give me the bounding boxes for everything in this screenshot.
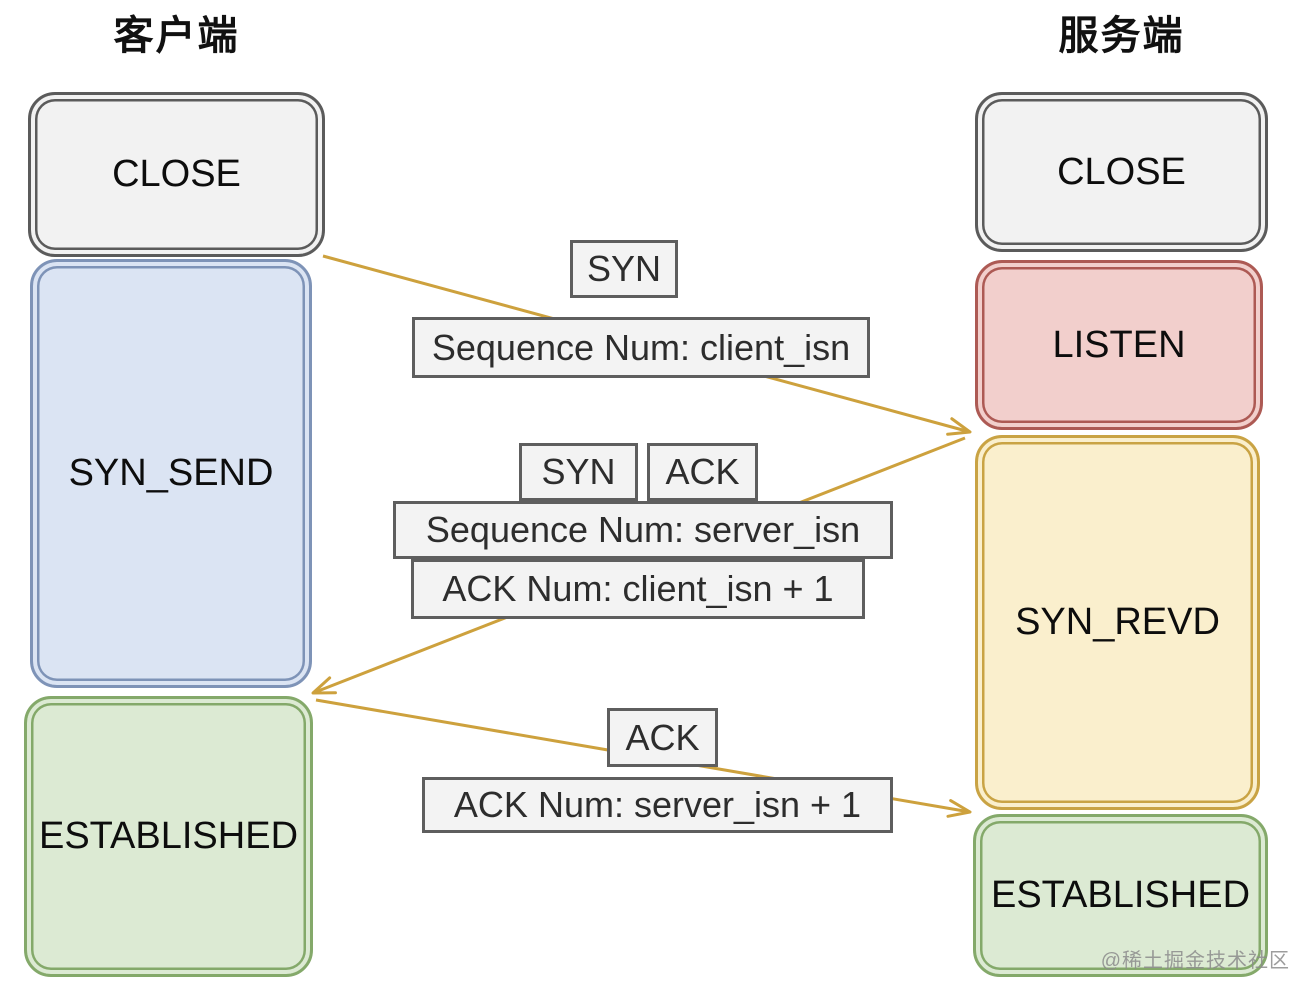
detail-box-seq-server-isn: Sequence Num: server_isn bbox=[393, 501, 893, 559]
detail-label: ACK Num: client_isn + 1 bbox=[442, 568, 834, 609]
state-box-client-close: CLOSE bbox=[28, 92, 325, 257]
state-label: LISTEN bbox=[1052, 323, 1186, 366]
state-box-server-close: CLOSE bbox=[975, 92, 1268, 252]
detail-box-ack-client-isn-plus-1: ACK Num: client_isn + 1 bbox=[411, 559, 865, 619]
detail-label: Sequence Num: client_isn bbox=[431, 326, 851, 368]
flag-label: ACK bbox=[625, 716, 700, 758]
state-box-client-syn-send: SYN_SEND bbox=[30, 259, 312, 688]
state-label: ESTABLISHED bbox=[38, 815, 299, 857]
flag-label: SYN bbox=[586, 248, 662, 289]
state-box-server-listen: LISTEN bbox=[975, 260, 1263, 430]
state-label: CLOSE bbox=[112, 153, 241, 195]
state-label: SYN_REVD bbox=[1015, 601, 1220, 643]
detail-label: ACK Num: server_isn + 1 bbox=[453, 784, 862, 825]
flag-box-ack-3: ACK bbox=[607, 708, 718, 767]
flag-box-syn: SYN bbox=[570, 240, 678, 298]
detail-box-seq-client-isn: Sequence Num: client_isn bbox=[412, 317, 870, 378]
flag-box-syn-2: SYN bbox=[519, 443, 638, 501]
client-column-title: 客户端 bbox=[113, 14, 240, 58]
state-box-client-established: ESTABLISHED bbox=[24, 696, 313, 977]
watermark: @稀土掘金技术社区 bbox=[1100, 950, 1290, 972]
flag-box-ack-2: ACK bbox=[647, 443, 758, 501]
server-column-title: 服务端 bbox=[1058, 14, 1185, 58]
state-box-server-established: ESTABLISHED bbox=[973, 814, 1268, 977]
state-box-server-syn-revd: SYN_REVD bbox=[975, 435, 1260, 810]
detail-box-ack-server-isn-plus-1: ACK Num: server_isn + 1 bbox=[422, 777, 893, 833]
flag-label: SYN bbox=[541, 451, 616, 492]
state-label: ESTABLISHED bbox=[990, 874, 1251, 916]
state-label: SYN_SEND bbox=[68, 452, 274, 494]
state-label: CLOSE bbox=[1057, 150, 1186, 193]
flag-label: ACK bbox=[665, 451, 740, 492]
detail-label: Sequence Num: server_isn bbox=[425, 509, 861, 550]
